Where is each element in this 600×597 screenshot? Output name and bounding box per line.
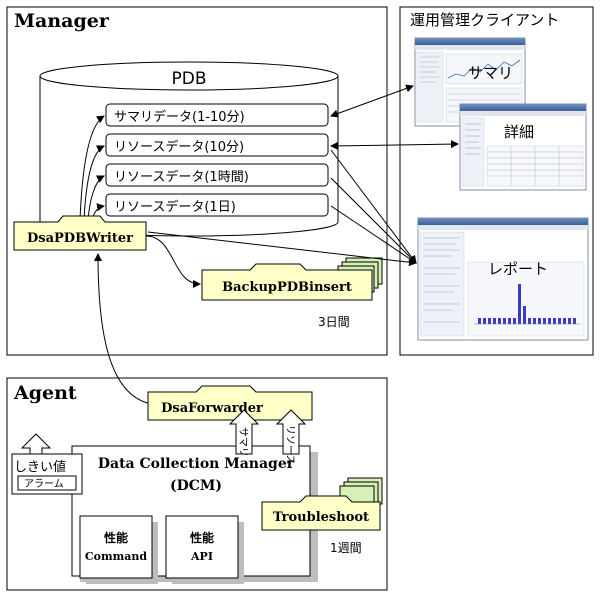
dsapdbwriter-label: DsaPDBWriter [27, 231, 133, 246]
pdb-item: リソースデータ(1日) [105, 193, 329, 217]
pdb-item-label: サマリデータ(1-10分) [114, 109, 245, 125]
summary-window-label: サマリ [468, 64, 513, 82]
detail-window-label: 詳細 [504, 123, 534, 141]
manager-title: Manager [14, 10, 110, 32]
troubleshoot-box: Troubleshoot [261, 477, 383, 531]
dsaforwarder-box: DsaForwarder [147, 385, 313, 421]
agent-title: Agent [13, 382, 77, 404]
troubleshoot-retention-label: 1週間 [330, 541, 362, 555]
backuppdbinsert-label: BackupPDBinsert [222, 280, 352, 295]
threshold-label: しきい値 [14, 459, 66, 475]
pdb-label: PDB [171, 69, 206, 89]
perf-command-box: 性能 Command [79, 515, 153, 579]
writer-to-backup-arrow [145, 235, 201, 288]
pdb-item: リソースデータ(10分) [105, 133, 329, 157]
detail-window: 詳細 [459, 103, 587, 191]
perf-api-sub: API [190, 550, 213, 563]
pdb-to-client-arrows [147, 84, 459, 267]
dsaforwarder-label: DsaForwarder [161, 401, 263, 416]
pdb-item-label: リソースデータ(1時間) [114, 169, 249, 185]
summary-arrow-label: サマリ [237, 427, 249, 457]
report-window: レポート [417, 217, 589, 341]
pdb-item: リソースデータ(1時間) [105, 163, 329, 187]
backuppdbinsert-box: BackupPDBinsert [201, 257, 383, 301]
perf-api-title: 性能 [189, 530, 214, 545]
resource-block-arrow: リソース [275, 409, 307, 465]
perf-api-box: 性能 API [165, 515, 239, 579]
pdb-item: サマリデータ(1-10分) [105, 103, 329, 127]
threshold-box: しきい値 アラーム [11, 433, 83, 495]
writer-to-pdb-arrows [79, 115, 105, 221]
troubleshoot-label: Troubleshoot [273, 510, 369, 525]
resource-arrow-label: リソース [284, 425, 295, 465]
summary-block-arrow: サマリ [228, 409, 260, 457]
perf-command-title: 性能 [103, 530, 128, 545]
forwarder-to-writer-arrow [94, 253, 153, 405]
alarm-label: アラーム [24, 478, 64, 490]
client-title: 運用管理クライアント [410, 11, 559, 29]
dcm-subtitle: (DCM) [170, 478, 222, 494]
dsapdbwriter-box: DsaPDBWriter [13, 215, 147, 251]
perf-command-sub: Command [85, 550, 147, 563]
pdb-item-label: リソースデータ(1日) [114, 199, 236, 215]
dcm-title: Data Collection Manager [98, 456, 295, 472]
report-window-label: レポート [488, 260, 548, 278]
pdb-item-label: リソースデータ(10分) [114, 139, 244, 155]
backup-retention-label: 3日間 [318, 315, 350, 329]
